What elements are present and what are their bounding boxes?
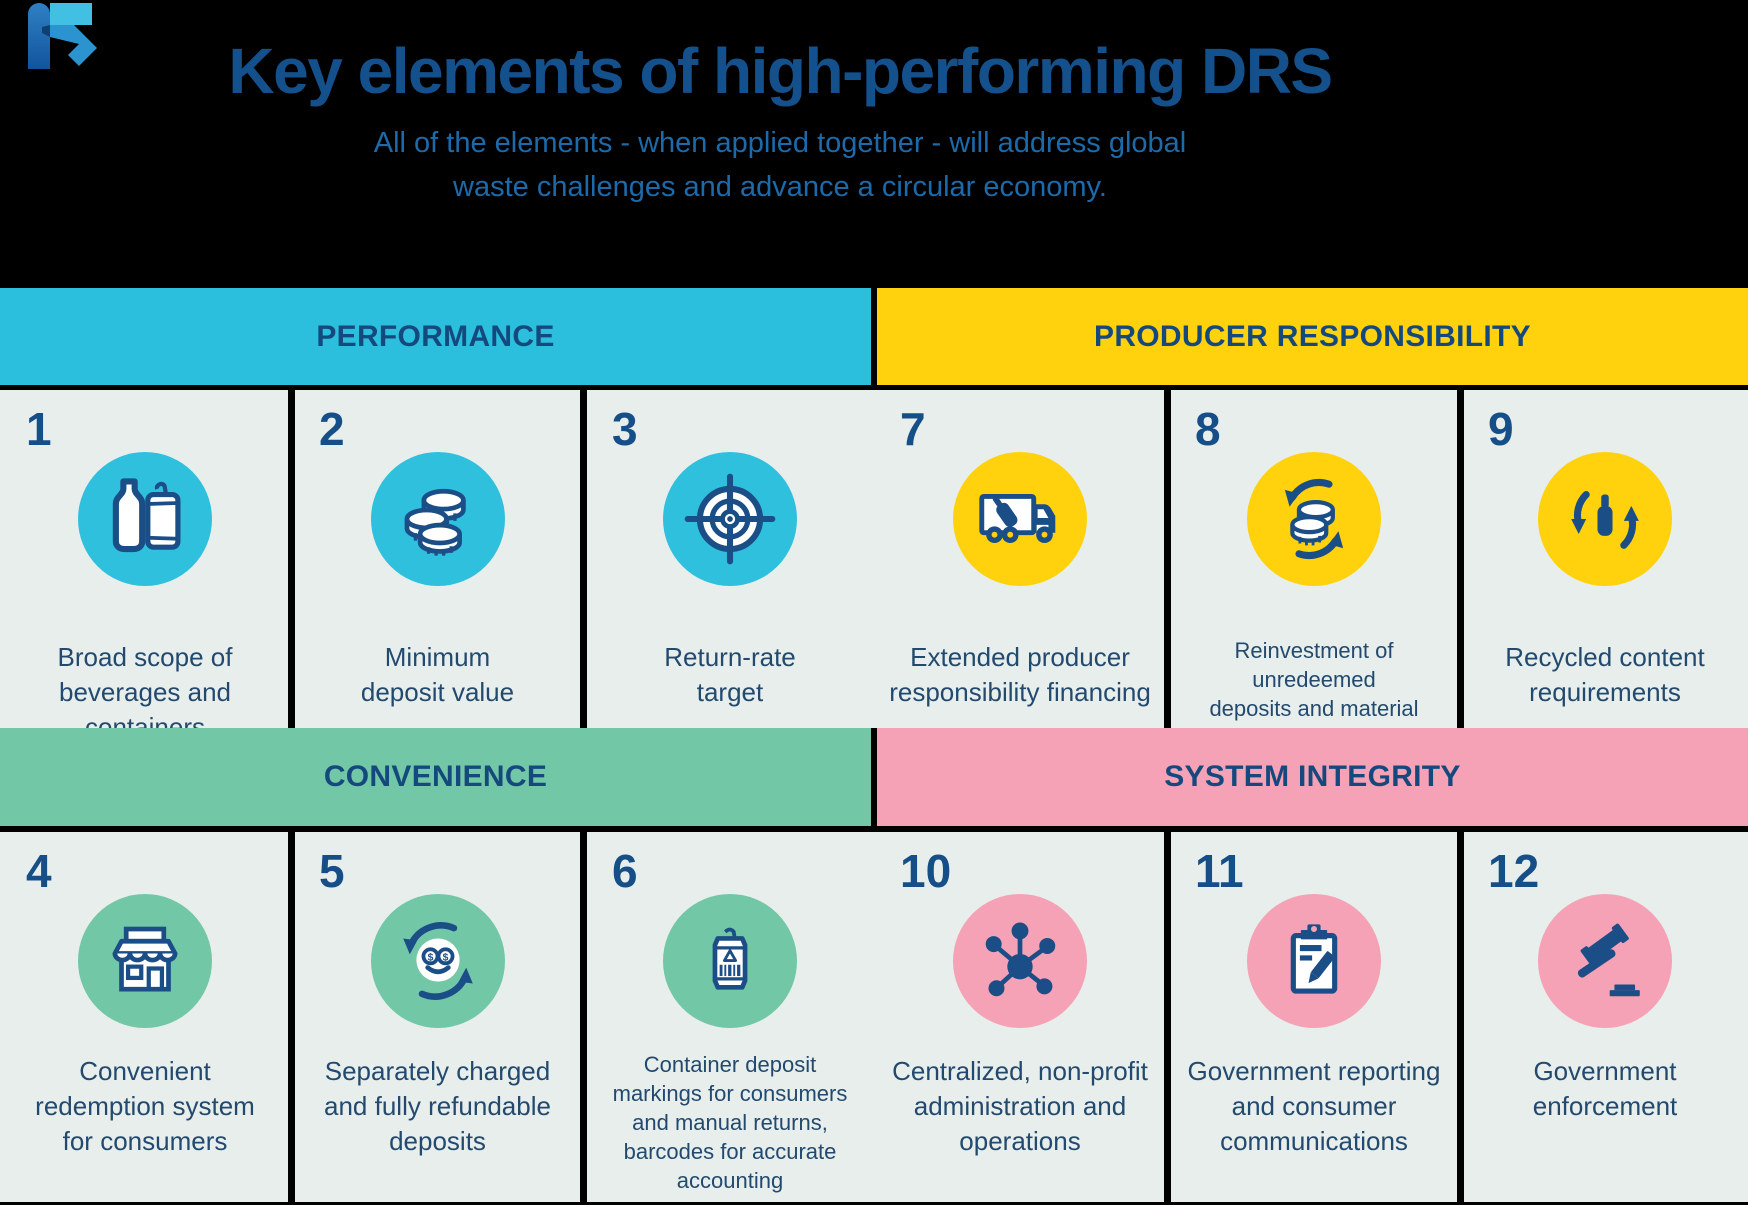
divider (288, 390, 295, 728)
cell-caption: Container deposit markings for consumers… (612, 1052, 848, 1194)
element-cell-8: 8 Reinvestment of unredeem (1169, 390, 1459, 750)
divider (1457, 390, 1464, 728)
icon-circle (1538, 452, 1672, 586)
refund-smiley-icon: $ $ (402, 922, 473, 1000)
element-cell-2: 2 Minimum deposit value (293, 390, 582, 728)
bottle-can-icon (112, 478, 181, 553)
cell-caption: Broad scope of beverages and containers (57, 642, 233, 742)
element-cell-3: 3 Return-rate target (586, 390, 874, 728)
divider (580, 390, 587, 728)
cell-number: 12 (1488, 845, 1540, 897)
element-cell-5: 5 $ $ Separately charged and fully refun… (293, 832, 582, 1202)
network-hub-icon (985, 922, 1056, 997)
reloop-logo (28, 3, 98, 69)
section-header-producer-responsibility: PRODUCER RESPONSIBILITY (877, 288, 1748, 385)
icon-circle (1247, 452, 1381, 586)
cell-number: 2 (319, 403, 345, 455)
cell-number: 3 (612, 403, 638, 455)
cell-caption: Convenient redemption system for consume… (35, 1056, 255, 1156)
section-label: PRODUCER RESPONSIBILITY (1094, 319, 1531, 353)
cell-number: 8 (1195, 403, 1221, 455)
svg-text:$: $ (442, 953, 448, 964)
cell-caption: Centralized, non-profit administration a… (892, 1056, 1148, 1156)
header: Key elements of high-performing DRS All … (0, 0, 1560, 209)
cell-caption: Minimum deposit value (360, 642, 515, 707)
cell-number: 1 (26, 403, 52, 455)
element-cell-1: 1 Broad scope of beverages and container… (0, 390, 290, 742)
storefront-icon (112, 926, 178, 992)
section-header-performance: PERFORMANCE (0, 288, 871, 385)
recycled-bottle-icon (1571, 491, 1639, 549)
page-subtitle: All of the elements - when applied toget… (373, 127, 1187, 203)
element-cell-7: 7 Extended producer re (874, 390, 1166, 728)
can-barcode-icon (712, 927, 748, 990)
cell-caption: Return-rate target (664, 642, 796, 707)
reloop-logo-icon (28, 3, 97, 69)
cell-number: 11 (1195, 845, 1244, 897)
icon-circle (370, 452, 505, 586)
divider (288, 832, 295, 1202)
cell-number: 10 (900, 845, 952, 897)
coins-icon (404, 488, 466, 556)
target-icon (684, 473, 776, 565)
icon-circle (953, 452, 1087, 586)
section-header-convenience: CONVENIENCE (0, 728, 871, 826)
svg-text:$: $ (427, 953, 433, 964)
gavel-icon (1577, 923, 1640, 997)
cell-caption: Government reporting and consumer commun… (1187, 1056, 1441, 1156)
cells-row-top: 1 Broad scope of beverages and container… (0, 390, 1748, 750)
icon-circle: $ $ (370, 894, 505, 1028)
cell-number: 4 (26, 845, 52, 897)
icon-circle (78, 894, 212, 1028)
icon-circle (663, 894, 797, 1028)
divider (1164, 390, 1171, 728)
section-label: SYSTEM INTEGRITY (1164, 760, 1461, 793)
icon-circle (1247, 894, 1381, 1028)
element-cell-6: 6 Container deposit markings for consume… (586, 832, 874, 1202)
cell-caption: Recycled content requirements (1505, 642, 1705, 707)
section-label: PERFORMANCE (316, 319, 555, 353)
section-header-system-integrity: SYSTEM INTEGRITY (877, 728, 1748, 826)
cells-row-bottom: 4 Convenient redemption system for consu… (0, 832, 1748, 1202)
cell-caption: Government enforcement (1532, 1056, 1678, 1121)
element-cell-11: 11 Government reporting and consume (1169, 832, 1459, 1202)
icon-circle (953, 894, 1087, 1028)
divider (1457, 832, 1464, 1202)
icon-circle (663, 452, 797, 586)
cell-number: 5 (319, 845, 345, 897)
cell-caption: Separately charged and fully refundable … (324, 1056, 551, 1156)
clipboard-pencil-icon (1290, 924, 1338, 994)
page-title: Key elements of high-performing DRS (228, 35, 1333, 107)
truck-icon (979, 494, 1056, 544)
coins-reinvest-icon (1284, 479, 1344, 559)
cell-number: 9 (1488, 403, 1514, 455)
divider (1164, 832, 1171, 1202)
element-cell-4: 4 Convenient redemption system for consu… (0, 832, 290, 1202)
element-cell-9: 9 Recycled content requirements (1462, 390, 1748, 728)
cell-caption: Extended producer responsibility financi… (889, 642, 1151, 707)
icon-circle (78, 452, 212, 586)
divider (580, 832, 587, 1202)
cell-number: 7 (900, 403, 926, 455)
section-label: CONVENIENCE (323, 760, 548, 793)
element-cell-12: 12 Government enforcement (1462, 832, 1748, 1202)
element-cell-10: 10 Centralized, non-profit administratio (874, 832, 1166, 1202)
icon-circle (1538, 894, 1672, 1028)
cell-number: 6 (612, 845, 638, 897)
